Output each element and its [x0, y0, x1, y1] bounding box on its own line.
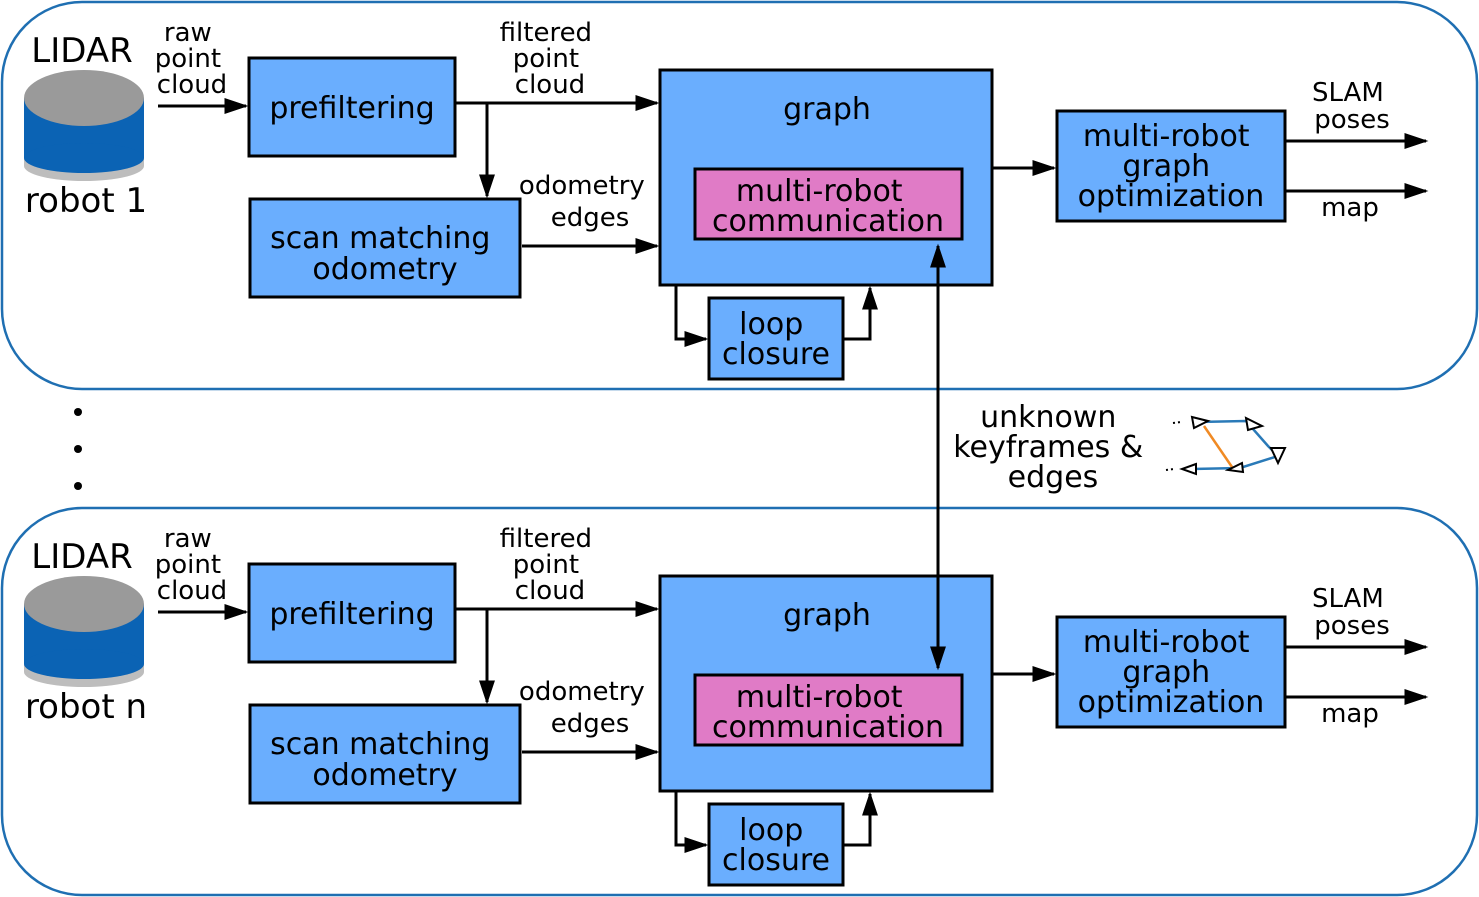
scan-matching-odometry-box [248, 703, 522, 805]
vertical-ellipsis [74, 408, 82, 490]
graph-to-loop-closure-arrow [674, 791, 709, 853]
loop-closure-to-graph-arrow [843, 285, 878, 341]
filtered-point-cloud-label: filtered point cloud [500, 18, 601, 100]
odometry-edges-label: odometry edges [519, 171, 653, 233]
loop-closure-to-graph-arrow [843, 791, 878, 847]
robot-panel-1: LIDAR robot 1 raw point cloud prefilteri… [0, 0, 1479, 391]
scan-matching-odometry-box [248, 197, 522, 299]
map-label: map [1321, 193, 1379, 223]
lidar-label: LIDAR [31, 31, 132, 71]
raw-point-cloud-label: raw point cloud [155, 524, 230, 606]
loop-closure-box [707, 296, 845, 381]
multi-robot-communication-box [693, 673, 964, 747]
unknown-keyframes-edges-label: unknown keyframes & edges [953, 400, 1153, 495]
graph-label: graph [783, 92, 871, 127]
graph-optimization-label: multi-robot graph optimization [1078, 119, 1265, 214]
slam-poses-label: SLAM poses [1312, 78, 1392, 135]
prefiltering-label: prefiltering [269, 597, 434, 632]
scan-matching-odometry-label: scan matching odometry [270, 727, 500, 793]
pose-graph-icon [1165, 415, 1287, 476]
robot-panel-n: LIDAR robot n raw point cloud prefilteri… [0, 506, 1479, 897]
graph-label: graph [783, 598, 871, 633]
loop-closure-label: loop closure [722, 307, 830, 372]
multi-robot-communication-box [693, 167, 964, 241]
graph-optimization-box [1055, 109, 1287, 223]
multi-robot-communication-label: multi-robot communication [712, 680, 944, 745]
lidar-label: LIDAR [31, 537, 132, 577]
robot-label: robot n [25, 687, 147, 727]
graph-optimization-label: multi-robot graph optimization [1078, 625, 1265, 720]
odometry-edges-label: odometry edges [519, 677, 653, 739]
filtered-point-cloud-label: filtered point cloud [500, 524, 601, 606]
prefiltering-box [247, 562, 457, 664]
scan-matching-odometry-label: scan matching odometry [270, 221, 500, 287]
robot-label: robot 1 [25, 181, 147, 221]
graph-optimization-box [1055, 615, 1287, 729]
graph-to-loop-closure-arrow [674, 285, 709, 347]
map-label: map [1321, 699, 1379, 729]
loop-closure-box [707, 802, 845, 887]
loop-closure-label: loop closure [722, 813, 830, 878]
slam-poses-label: SLAM poses [1312, 584, 1392, 641]
raw-point-cloud-label: raw point cloud [155, 18, 230, 100]
multi-robot-communication-label: multi-robot communication [712, 174, 944, 239]
prefiltering-label: prefiltering [269, 91, 434, 126]
lidar-icon [24, 70, 144, 181]
lidar-icon [24, 576, 144, 687]
prefiltering-box [247, 56, 457, 158]
